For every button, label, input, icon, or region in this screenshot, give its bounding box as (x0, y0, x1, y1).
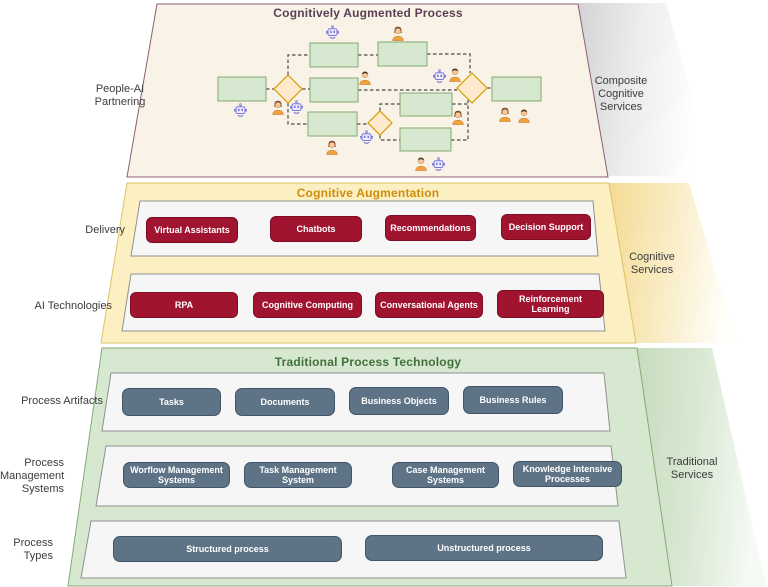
cognitive-services-band (609, 183, 737, 343)
node-business-objects: Business Objects (349, 387, 449, 415)
gateway-diamond (456, 72, 488, 104)
label-process-management-systems: Process Management Systems (0, 457, 65, 495)
ai-technologies-panel (121, 273, 606, 332)
label-process-types: Process Types (13, 537, 53, 562)
task-box (377, 41, 428, 67)
node-case-management-systems: Case Management Systems (392, 462, 499, 488)
node-cognitive-computing: Cognitive Computing (253, 292, 362, 318)
task-box (491, 76, 542, 102)
label-cognitive-services: Cognitive Services (629, 251, 675, 276)
node-chatbots: Chatbots (270, 216, 362, 242)
bottom-section-title: Traditional Process Technology (274, 355, 462, 369)
flowchart-tasks (217, 41, 542, 152)
task-box (399, 92, 453, 117)
traditional-services-band (636, 348, 766, 586)
gateway-diamond (367, 110, 393, 136)
node-structured-process: Structured process (113, 536, 342, 562)
task-box (217, 76, 267, 102)
delivery-panel (130, 200, 599, 257)
label-process-artifacts: Process Artifacts (21, 395, 103, 407)
node-virtual-assistants: Virtual Assistants (146, 217, 238, 243)
node-tasks: Tasks (122, 388, 221, 416)
task-box (399, 127, 452, 152)
flowchart-gateways (273, 72, 488, 136)
node-conversational-agents: Conversational Agents (375, 292, 483, 318)
task-box (309, 42, 359, 68)
node-decision-support: Decision Support (501, 214, 591, 240)
top-section-title: Cognitively Augmented Process (273, 6, 463, 20)
node-business-rules: Business Rules (463, 386, 563, 414)
node-unstructured-process: Unstructured process (365, 535, 603, 561)
node-documents: Documents (235, 388, 335, 416)
process-management-panel (95, 445, 619, 507)
task-box (309, 77, 359, 103)
label-composite-cognitive-services: Composite Cognitive Services (594, 75, 648, 113)
node-reinforcement-learning: Reinforcement Learning (497, 290, 604, 318)
label-delivery: Delivery (85, 224, 125, 236)
flowchart-connectors (266, 53, 492, 141)
node-task-management-system: Task Management System (244, 462, 352, 488)
gateway-diamond (273, 74, 303, 104)
middle-section-title: Cognitive Augmentation (296, 186, 440, 200)
node-rpa: RPA (130, 292, 238, 318)
node-workflow-management-systems: Worflow Management Systems (123, 462, 230, 488)
label-traditional-services: Traditional Services (666, 456, 718, 481)
task-box (307, 111, 358, 137)
node-recommendations: Recommendations (385, 215, 476, 241)
label-people-ai-partnering: People-AI Partnering (94, 83, 146, 108)
composite-services-band (578, 3, 714, 176)
node-knowledge-intensive-processes: Knowledge Intensive Processes (513, 461, 622, 487)
label-ai-technologies: AI Technologies (34, 300, 112, 312)
